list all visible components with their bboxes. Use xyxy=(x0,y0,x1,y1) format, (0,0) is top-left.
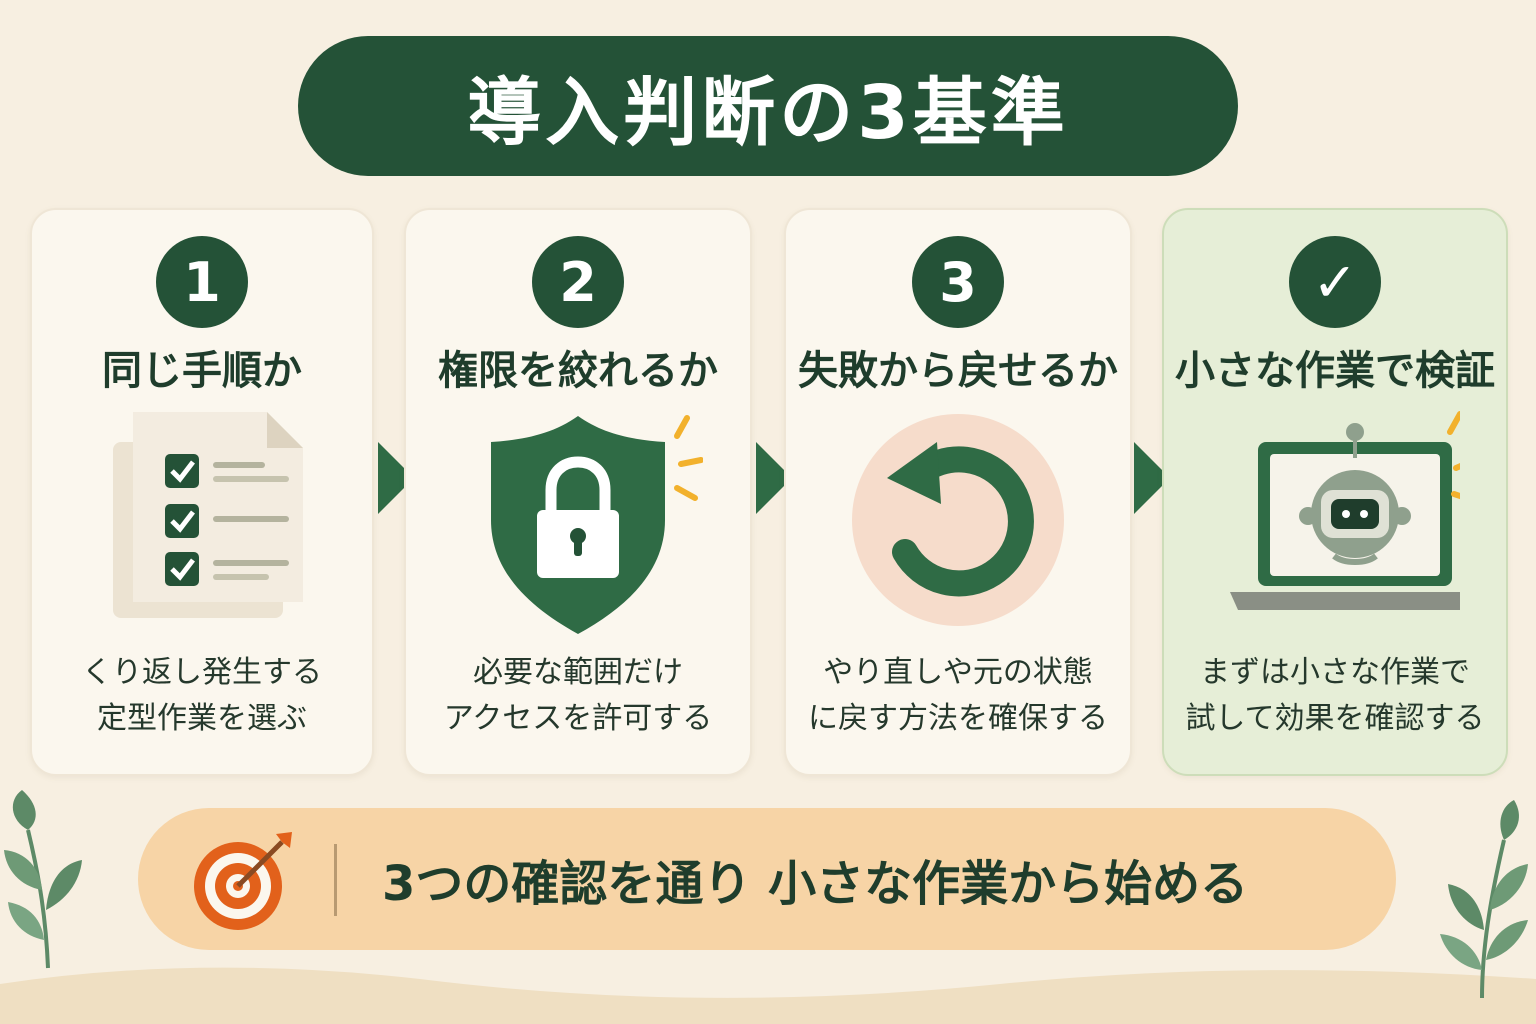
target-icon xyxy=(194,832,292,930)
card-description-line: やり直しや元の状態 xyxy=(823,655,1093,690)
shield-lock-icon xyxy=(491,415,703,634)
right-plant-decoration xyxy=(1440,800,1528,999)
summary-banner: 3つの確認を通り 小さな作業から始める xyxy=(138,808,1396,950)
criterion-card-3: 3 失敗から戻せるか やり直しや元の状態 に戻す方法を確保する xyxy=(784,208,1132,776)
divider xyxy=(334,844,337,916)
checklist-icon xyxy=(113,412,303,618)
card-description-line: 必要な範囲だけ xyxy=(473,655,683,690)
summary-text: 3つの確認を通り 小さな作業から始める xyxy=(382,856,1249,912)
step-number-badge: 3 xyxy=(912,236,1004,328)
card-description-line: まずは小さな作業で xyxy=(1200,655,1470,690)
page-title: 導入判断の3基準 xyxy=(467,69,1069,156)
step-number-badge: 1 xyxy=(156,236,248,328)
card-heading: 権限を絞れるか xyxy=(438,348,718,394)
left-plant-decoration xyxy=(4,790,82,969)
criterion-card-2: 2 権限を絞れるか 必要な範囲だけ アクセスを許可する xyxy=(404,208,752,776)
robot-laptop-icon xyxy=(1230,411,1460,610)
card-description-line: くり返し発生する xyxy=(82,655,322,690)
chevron-right-icon xyxy=(1134,442,1170,514)
card-description: まずは小さな作業で 試して効果を確認する xyxy=(1164,650,1506,742)
card-description-line: に戻す方法を確保する xyxy=(808,701,1108,736)
title-banner: 導入判断の3基準 xyxy=(298,36,1238,176)
card-heading: 失敗から戻せるか xyxy=(798,348,1118,394)
card-description: くり返し発生する 定型作業を選ぶ xyxy=(32,650,372,742)
undo-arrow-icon xyxy=(852,414,1064,626)
criterion-card-verify: ✓ 小さな作業で検証 まずは小さな作業で 試して効果を確認する xyxy=(1162,208,1508,776)
ground-hills xyxy=(0,967,1536,1024)
check-badge-icon: ✓ xyxy=(1289,236,1381,328)
step-number-badge: 2 xyxy=(532,236,624,328)
card-description-line: 定型作業を選ぶ xyxy=(97,701,307,736)
chevron-right-icon xyxy=(378,442,414,514)
card-description-line: 試して効果を確認する xyxy=(1185,701,1485,736)
criterion-card-1: 1 同じ手順か くり返し発生する 定型作業を選ぶ xyxy=(30,208,374,776)
card-heading: 同じ手順か xyxy=(102,348,302,394)
card-description: 必要な範囲だけ アクセスを許可する xyxy=(406,650,750,742)
card-description-line: アクセスを許可する xyxy=(443,701,713,736)
chevron-right-icon xyxy=(756,442,792,514)
card-heading: 小さな作業で検証 xyxy=(1175,348,1495,394)
card-description: やり直しや元の状態 に戻す方法を確保する xyxy=(786,650,1130,742)
